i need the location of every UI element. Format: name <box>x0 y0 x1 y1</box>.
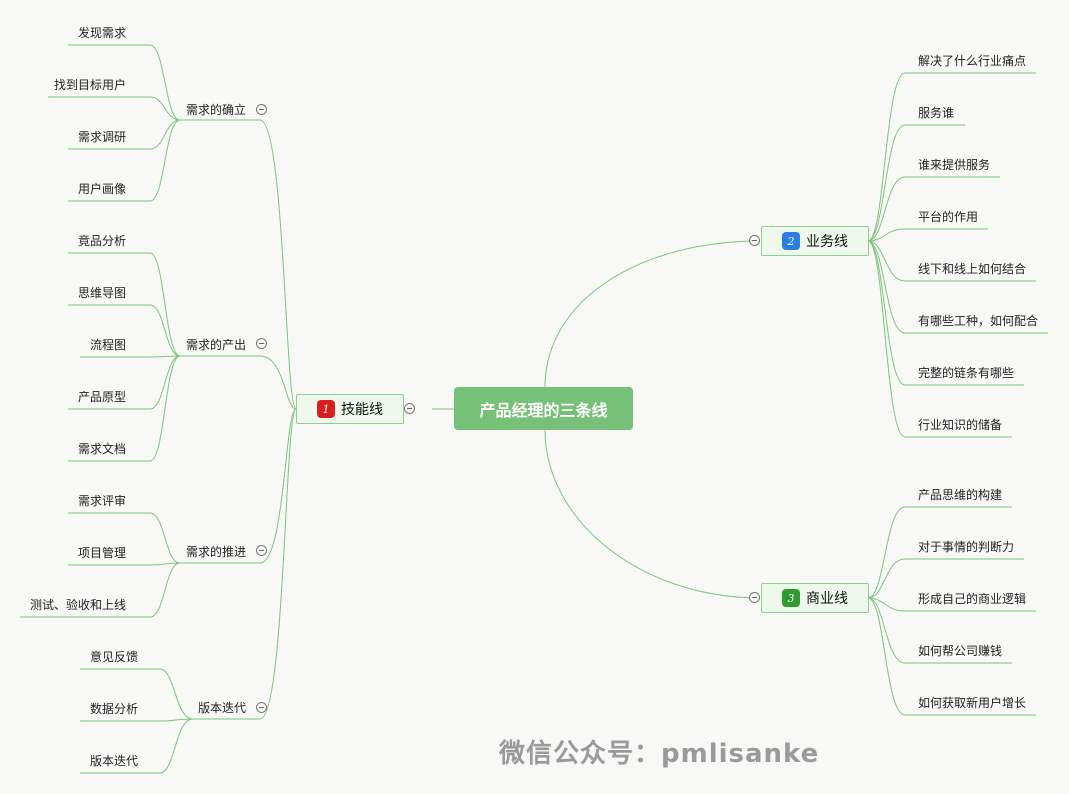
branch-skill-line[interactable]: 1 技能线 <box>296 394 404 424</box>
leaf-topic[interactable]: 有哪些工种，如何配合 <box>918 314 1039 328</box>
leaf-topic[interactable]: 服务谁 <box>918 106 955 120</box>
collapse-icon[interactable] <box>749 235 760 246</box>
leaf-topic[interactable]: 流程图 <box>90 338 127 352</box>
collapse-icon[interactable] <box>256 104 267 115</box>
branch-label: 业务线 <box>806 234 848 250</box>
root-topic[interactable]: 产品经理的三条线 <box>454 387 633 430</box>
leaf-topic[interactable]: 平台的作用 <box>918 210 979 224</box>
subtopic[interactable]: 需求的产出 <box>186 338 247 352</box>
collapse-icon[interactable] <box>256 338 267 349</box>
priority-2-icon: 2 <box>782 232 800 250</box>
collapse-icon[interactable] <box>256 545 267 556</box>
branch-commerce-line[interactable]: 3 商业线 <box>761 583 869 613</box>
leaf-topic[interactable]: 完整的链条有哪些 <box>918 366 1015 380</box>
leaf-topic[interactable]: 竟品分析 <box>78 234 127 248</box>
leaf-topic[interactable]: 用户画像 <box>78 182 127 196</box>
priority-3-icon: 3 <box>782 589 800 607</box>
leaf-topic[interactable]: 发现需求 <box>78 26 127 40</box>
leaf-topic[interactable]: 对于事情的判断力 <box>918 540 1015 554</box>
leaf-topic[interactable]: 项目管理 <box>78 546 127 560</box>
leaf-topic[interactable]: 需求评审 <box>78 494 127 508</box>
leaf-topic[interactable]: 产品原型 <box>78 390 127 404</box>
subtopic[interactable]: 版本迭代 <box>198 701 247 715</box>
leaf-topic[interactable]: 需求调研 <box>78 130 127 144</box>
leaf-topic[interactable]: 线下和线上如何结合 <box>918 262 1027 276</box>
watermark-text: 微信公众号：pmlisanke <box>499 739 820 769</box>
leaf-topic[interactable]: 如何帮公司赚钱 <box>918 644 1003 658</box>
leaf-topic[interactable]: 形成自己的商业逻辑 <box>918 592 1027 606</box>
branch-business-line[interactable]: 2 业务线 <box>761 226 869 256</box>
branch-label: 技能线 <box>341 402 383 418</box>
leaf-topic[interactable]: 测试、验收和上线 <box>30 598 127 612</box>
leaf-topic[interactable]: 行业知识的储备 <box>918 418 1003 432</box>
collapse-icon[interactable] <box>404 403 415 414</box>
subtopic[interactable]: 需求的推进 <box>186 545 247 559</box>
leaf-topic[interactable]: 意见反馈 <box>90 650 139 664</box>
collapse-icon[interactable] <box>256 702 267 713</box>
priority-1-icon: 1 <box>317 400 335 418</box>
collapse-icon[interactable] <box>749 592 760 603</box>
leaf-topic[interactable]: 如何获取新用户增长 <box>918 696 1027 710</box>
subtopic[interactable]: 需求的确立 <box>186 103 247 117</box>
leaf-topic[interactable]: 需求文档 <box>78 442 127 456</box>
leaf-topic[interactable]: 解决了什么行业痛点 <box>918 54 1027 68</box>
branch-label: 商业线 <box>806 591 848 607</box>
leaf-topic[interactable]: 谁来提供服务 <box>918 158 991 172</box>
leaf-topic[interactable]: 产品思维的构建 <box>918 488 1003 502</box>
leaf-topic[interactable]: 找到目标用户 <box>54 78 127 92</box>
leaf-topic[interactable]: 版本迭代 <box>90 754 139 768</box>
leaf-topic[interactable]: 思维导图 <box>78 286 127 300</box>
leaf-topic[interactable]: 数据分析 <box>90 702 139 716</box>
